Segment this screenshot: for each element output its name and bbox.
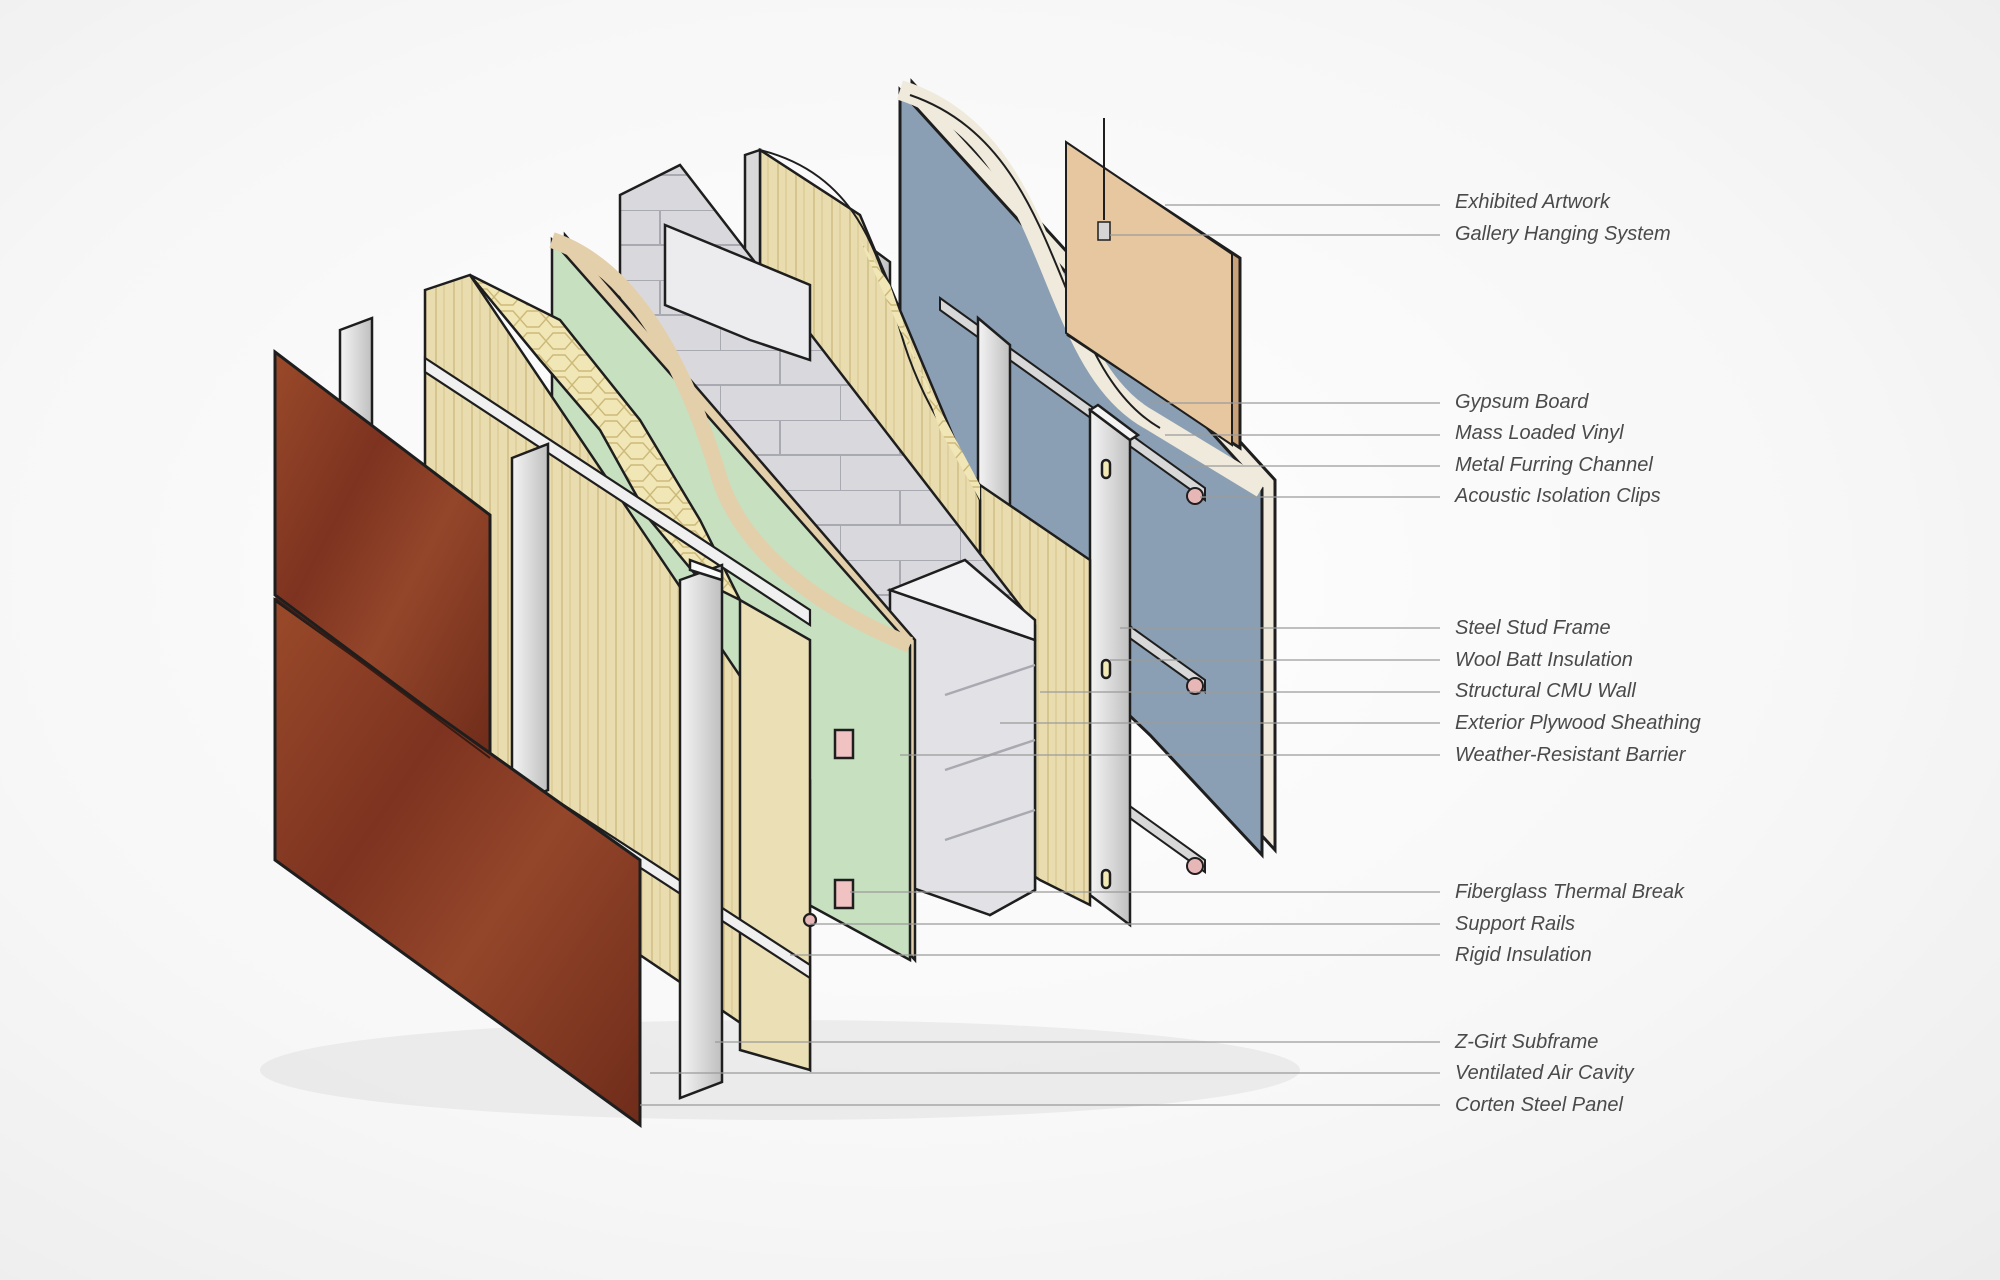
label-metal-furring-channel: Metal Furring Channel: [1455, 454, 1653, 476]
leader-lines: [640, 204, 1440, 1106]
label-weather-resistant-barrier: Weather-Resistant Barrier: [1455, 744, 1686, 766]
label-mass-loaded-vinyl: Mass Loaded Vinyl: [1455, 422, 1624, 444]
label-gypsum-board: Gypsum Board: [1455, 391, 1589, 413]
label-gallery-hanging-system: Gallery Hanging System: [1455, 223, 1671, 245]
label-wool-batt-insulation: Wool Batt Insulation: [1455, 649, 1633, 671]
label-exhibited-artwork: Exhibited Artwork: [1455, 191, 1610, 213]
label-structural-cmu-wall: Structural CMU Wall: [1455, 680, 1636, 702]
label-z-girt-subframe: Z-Girt Subframe: [1455, 1031, 1599, 1053]
label-corten-steel-panel: Corten Steel Panel: [1455, 1094, 1623, 1116]
corten-steel-panels: [273, 348, 642, 1128]
label-rigid-insulation: Rigid Insulation: [1455, 944, 1592, 966]
label-fiberglass-thermal-break: Fiberglass Thermal Break: [1455, 881, 1684, 903]
label-exterior-plywood-sheathing: Exterior Plywood Sheathing: [1455, 712, 1701, 734]
label-acoustic-isolation-clips: Acoustic Isolation Clips: [1455, 485, 1661, 507]
z-girt-subframe: [338, 316, 724, 1100]
artwork-panel: [1065, 118, 1242, 451]
label-ventilated-air-cavity: Ventilated Air Cavity: [1455, 1062, 1634, 1084]
ground-shadow: [260, 1020, 1300, 1120]
label-steel-stud-frame: Steel Stud Frame: [1455, 617, 1611, 639]
label-support-rails: Support Rails: [1455, 913, 1576, 935]
